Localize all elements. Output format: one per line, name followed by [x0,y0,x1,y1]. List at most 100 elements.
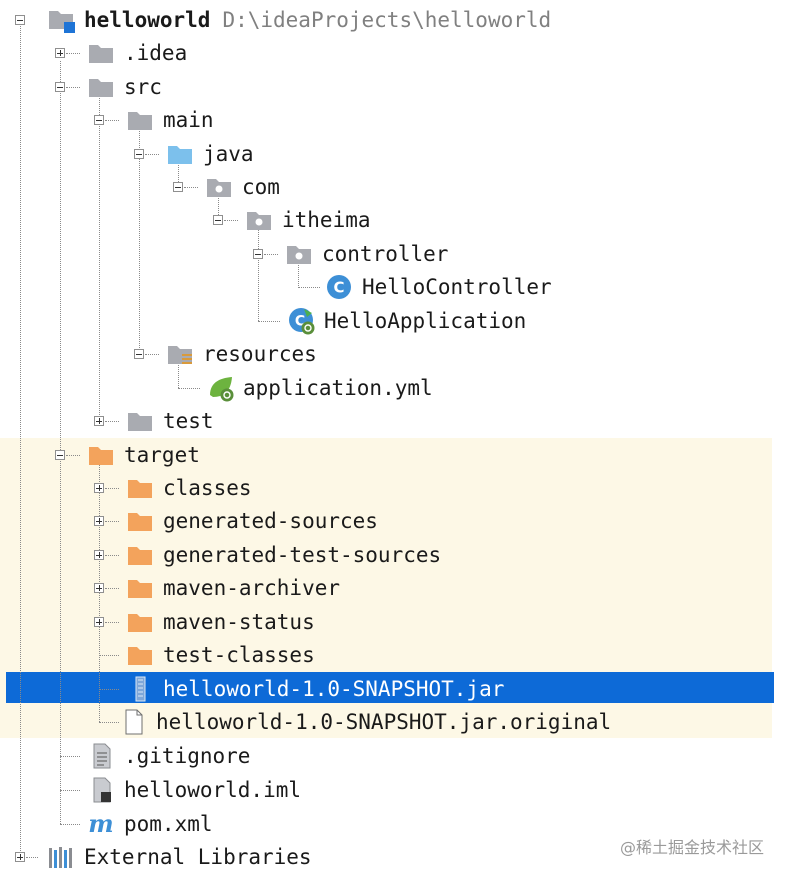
tree-item-label: generated-test-sources [163,543,442,567]
collapse-toggle-resources[interactable] [134,349,144,359]
collapse-toggle-main[interactable] [94,115,104,125]
svg-text:m: m [88,809,113,838]
expand-toggle-test[interactable] [94,416,104,426]
expand-toggle-external-libraries[interactable] [15,852,25,862]
tree-item-label: target [124,443,200,467]
maven-icon: m [86,809,116,839]
expand-toggle-generated-sources[interactable] [94,516,104,526]
tree-item-label: pom.xml [124,812,213,836]
tree-item-controller[interactable]: controller [284,239,448,269]
class-icon: C [324,272,354,302]
tree-item-label: application.yml [243,376,433,400]
tree-item-com[interactable]: com [204,172,280,202]
excluded-folder-icon [125,640,155,670]
tree-item-label: generated-sources [163,509,378,533]
expand-toggle-maven-archiver[interactable] [94,583,104,593]
collapse-toggle-src[interactable] [55,82,65,92]
tree-item-idea[interactable]: .idea [86,38,187,68]
tree-item-target[interactable]: target [86,440,200,470]
tree-item-pom[interactable]: m pom.xml [86,809,213,839]
module-folder-icon [46,5,76,35]
tree-item-generated-test-sources[interactable]: generated-test-sources [125,540,441,570]
tree-item-main[interactable]: main [125,105,214,135]
tree-item-test[interactable]: test [125,406,214,436]
tree-item-maven-status[interactable]: maven-status [125,607,315,637]
project-name: helloworld [84,8,211,32]
tree-item-resources[interactable]: resources [165,339,317,369]
tree-item-classes[interactable]: classes [125,473,252,503]
tree-item-external-libraries[interactable]: External Libraries [46,842,312,872]
project-path: D:\ideaProjects\helloworld [222,8,552,32]
collapse-toggle-helloworld[interactable] [15,15,25,25]
collapse-toggle-java[interactable] [134,149,144,159]
folder-icon [86,72,116,102]
tree-item-test-classes[interactable]: test-classes [125,640,315,670]
tree-item-helloworld[interactable]: helloworld D:\ideaProjects\helloworld [46,5,551,35]
resources-folder-icon [165,339,195,369]
tree-item-label: maven-archiver [163,576,341,600]
tree-item-label: .idea [124,41,188,65]
tree-item-jar-original[interactable]: helloworld-1.0-SNAPSHOT.jar.original [118,707,611,737]
tree-item-label: com [242,175,280,199]
tree-item-application-yml[interactable]: application.yml [205,373,433,403]
collapse-toggle-target[interactable] [55,450,65,460]
excluded-folder-icon [125,473,155,503]
tree-item-generated-sources[interactable]: generated-sources [125,506,378,536]
tree-item-label: controller [322,242,449,266]
tree-item-java[interactable]: java [165,139,254,169]
tree-item-label: classes [163,476,252,500]
iml-file-icon [86,775,116,805]
spring-yml-icon [205,373,235,403]
tree-item-label: src [124,75,162,99]
svg-text:C: C [333,279,344,297]
svg-text:C: C [295,314,305,330]
tree-item-label: maven-status [163,610,315,634]
libraries-icon [46,842,76,872]
tree-item-gitignore[interactable]: .gitignore [86,741,250,771]
source-root-folder-icon [165,139,195,169]
tree-item-iml[interactable]: helloworld.iml [86,775,301,805]
expand-toggle-maven-status[interactable] [94,617,104,627]
collapse-toggle-com[interactable] [173,182,183,192]
tree-item-jar[interactable]: helloworld-1.0-SNAPSHOT.jar [125,674,504,704]
collapse-toggle-itheima[interactable] [213,215,223,225]
expand-toggle-idea[interactable] [55,48,65,58]
tree-item-itheima[interactable]: itheima [244,205,371,235]
tree-item-label: test-classes [163,643,315,667]
tree-item-hellocontroller[interactable]: C HelloController [324,272,552,302]
package-icon [204,172,234,202]
file-icon [118,707,148,737]
tree-item-maven-archiver[interactable]: maven-archiver [125,573,340,603]
tree-item-label: itheima [282,208,371,232]
excluded-folder-icon [125,607,155,637]
tree-item-label: HelloController [362,275,552,299]
tree-item-src[interactable]: src [86,72,162,102]
selection-highlight [6,672,774,703]
folder-icon [125,406,155,436]
excluded-folder-icon [125,573,155,603]
jar-file-icon [125,674,155,704]
tree-item-label: External Libraries [84,845,312,869]
folder-icon [125,105,155,135]
watermark: @稀土掘金技术社区 [619,838,764,857]
tree-item-label: java [203,142,254,166]
tree-item-label: main [163,108,214,132]
excluded-folder-icon [86,440,116,470]
excluded-folder-icon [125,540,155,570]
tree-item-label: helloworld-1.0-SNAPSHOT.jar [163,677,505,701]
tree-item-label: helloworld-1.0-SNAPSHOT.jar.original [156,710,612,734]
tree-item-label: helloworld.iml [124,778,302,802]
package-icon [244,205,274,235]
package-icon [284,239,314,269]
tree-item-helloapplication[interactable]: C HelloApplication [286,306,526,336]
tree-item-label: HelloApplication [324,309,527,333]
excluded-folder-icon [125,506,155,536]
expand-toggle-generated-test-sources[interactable] [94,550,104,560]
tree-item-label: .gitignore [124,744,251,768]
tree-item-label: resources [203,342,317,366]
expand-toggle-classes[interactable] [94,483,104,493]
folder-icon [86,38,116,68]
tree-item-label: test [163,409,214,433]
spring-boot-application-icon: C [286,306,316,336]
collapse-toggle-controller[interactable] [253,249,263,259]
